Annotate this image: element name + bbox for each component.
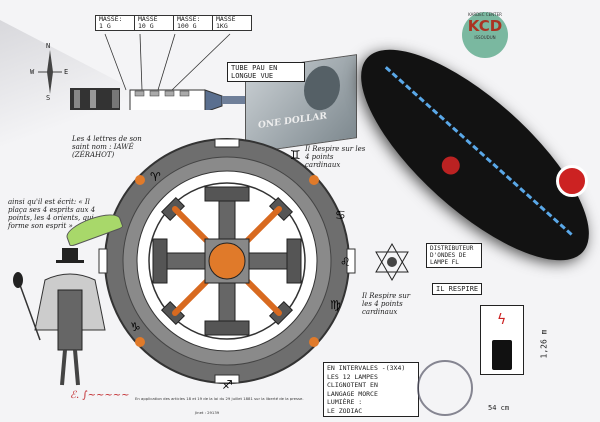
zodiac-glyph-sagittarius: ♐ xyxy=(222,378,233,392)
tube-label: TUBE PAU EN LONGUE VUE xyxy=(227,62,305,82)
zodiac-glyph-capricorn: ♑ xyxy=(130,320,141,334)
mass-label-100g: MASSE:100 G xyxy=(174,16,213,30)
note-respire-bottom: Il Respire sur les 4 points cardinaux xyxy=(362,292,411,316)
compass-w: W xyxy=(30,68,35,76)
compass-s: S xyxy=(46,94,51,102)
zodiac-glyph-virgo: ♍ xyxy=(330,298,341,312)
zodiac-glyph-aries: ♈ xyxy=(150,170,161,184)
distributor-label: DISTRIBUTEUR D'ONDES DE LAMPE FL xyxy=(426,243,482,268)
zodiac-glyph-cancer: ♋ xyxy=(335,208,346,222)
mass-label-1g: MASSE:1 G xyxy=(96,16,135,30)
dimension-height: 1,26 m xyxy=(539,329,549,359)
kcd-logo: KARDEC CENTER KCD ISSOUDUN xyxy=(462,12,508,58)
compass-icon xyxy=(38,50,62,94)
id-text: Jinet : 29139 xyxy=(195,410,220,415)
dimension-width: 54 cm xyxy=(488,404,510,412)
telescope-drawing xyxy=(70,33,260,110)
legal-text: En application des articles 18 et 19 de … xyxy=(135,396,304,401)
respire-label: IL RESPIRE xyxy=(432,283,483,295)
ufo-red-light xyxy=(438,152,464,179)
figure-drawing xyxy=(13,248,106,386)
note-holy-name: Les 4 lettres de son saint nom : IAWÉ (Z… xyxy=(72,135,142,159)
star-of-david-icon xyxy=(375,242,409,282)
flash-device-box: ϟ xyxy=(480,305,524,375)
note-four-spirits: ainsi qu'il est écrit: « Il plaça ses 4 … xyxy=(8,198,96,230)
note-respire-top: Il Respire sur les 4 points cardinaux xyxy=(305,145,366,169)
zodiac-wheel xyxy=(98,138,356,384)
compass-e: E xyxy=(64,68,69,76)
lightning-icon: ϟ xyxy=(497,312,507,328)
signature: ℰ. ∫~~~~~ xyxy=(70,390,130,401)
dollar-text: ONE DOLLAR xyxy=(258,111,327,132)
flash-unit xyxy=(492,340,512,370)
zodiac-glyph-leo: ♌ xyxy=(340,255,351,269)
ufo-red-disc xyxy=(556,165,588,197)
portrait-washington xyxy=(304,63,340,113)
zodiac-glyph-gemini: ♊ xyxy=(290,148,301,162)
compass-n: N xyxy=(46,42,51,50)
official-stamp xyxy=(417,360,473,416)
